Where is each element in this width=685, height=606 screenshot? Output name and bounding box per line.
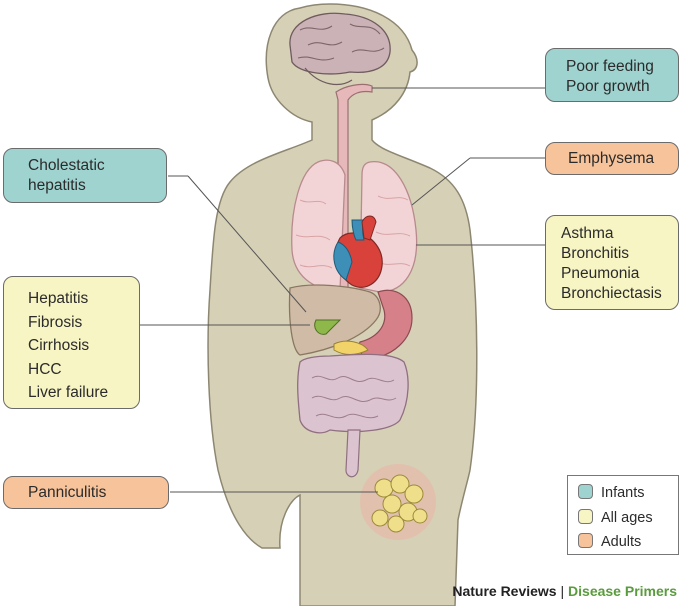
legend-swatch	[578, 484, 593, 499]
leader-lines	[140, 87, 546, 493]
label-line: Fibrosis	[28, 313, 83, 331]
label-lung-diseases: Asthma Bronchitis Pneumonia Bronchiectas…	[545, 215, 679, 310]
label-line: Hepatitis	[28, 290, 89, 307]
label-cholestatic-hepatitis: Cholestatic hepatitis	[3, 148, 167, 203]
legend-item-infants: Infants	[578, 484, 645, 502]
label-line: Emphysema	[568, 150, 655, 167]
label-line: Poor feeding	[566, 58, 654, 75]
label-line: Bronchiectasis	[561, 285, 662, 302]
label-line: Asthma	[561, 225, 614, 242]
label-line: Pneumonia	[561, 265, 640, 282]
fat-tissue	[360, 464, 436, 540]
label-panniculitis: Panniculitis	[3, 476, 169, 509]
label-line: Cirrhosis	[28, 337, 90, 354]
label-line: Bronchitis	[561, 245, 630, 262]
legend-label: Adults	[601, 534, 642, 550]
label-liver-diseases: Hepatitis Fibrosis Cirrhosis HCC Liver f…	[3, 276, 140, 409]
footer-journal: Nature Reviews	[452, 583, 557, 599]
legend-swatch	[578, 509, 593, 524]
pancreas	[333, 340, 369, 355]
legend-item-all-ages: All ages	[578, 509, 653, 527]
label-line: HCC	[28, 360, 62, 378]
label-line: Panniculitis	[28, 484, 107, 501]
intestines	[297, 353, 409, 434]
legend-label: All ages	[601, 510, 653, 526]
legend-item-adults: Adults	[578, 533, 641, 551]
label-line: Liver failure	[28, 384, 109, 401]
rectum	[345, 429, 361, 478]
left-lung	[291, 159, 346, 291]
brain	[289, 12, 391, 86]
label-emphysema: Emphysema	[545, 142, 679, 175]
footer-separator: |	[560, 583, 565, 599]
legend: Infants All ages Adults	[567, 475, 679, 555]
label-line: Poor growth	[566, 78, 650, 95]
footer-series: Disease Primers	[568, 583, 677, 599]
label-poor-feeding: Poor feeding Poor growth	[545, 48, 679, 102]
label-line: hepatitis	[28, 177, 86, 194]
gallbladder	[314, 319, 342, 335]
legend-swatch	[578, 533, 593, 548]
footer-credit: Nature Reviews | Disease Primers	[452, 583, 677, 599]
label-line: Cholestatic	[28, 157, 105, 174]
heart	[333, 215, 383, 288]
legend-label: Infants	[601, 485, 645, 501]
